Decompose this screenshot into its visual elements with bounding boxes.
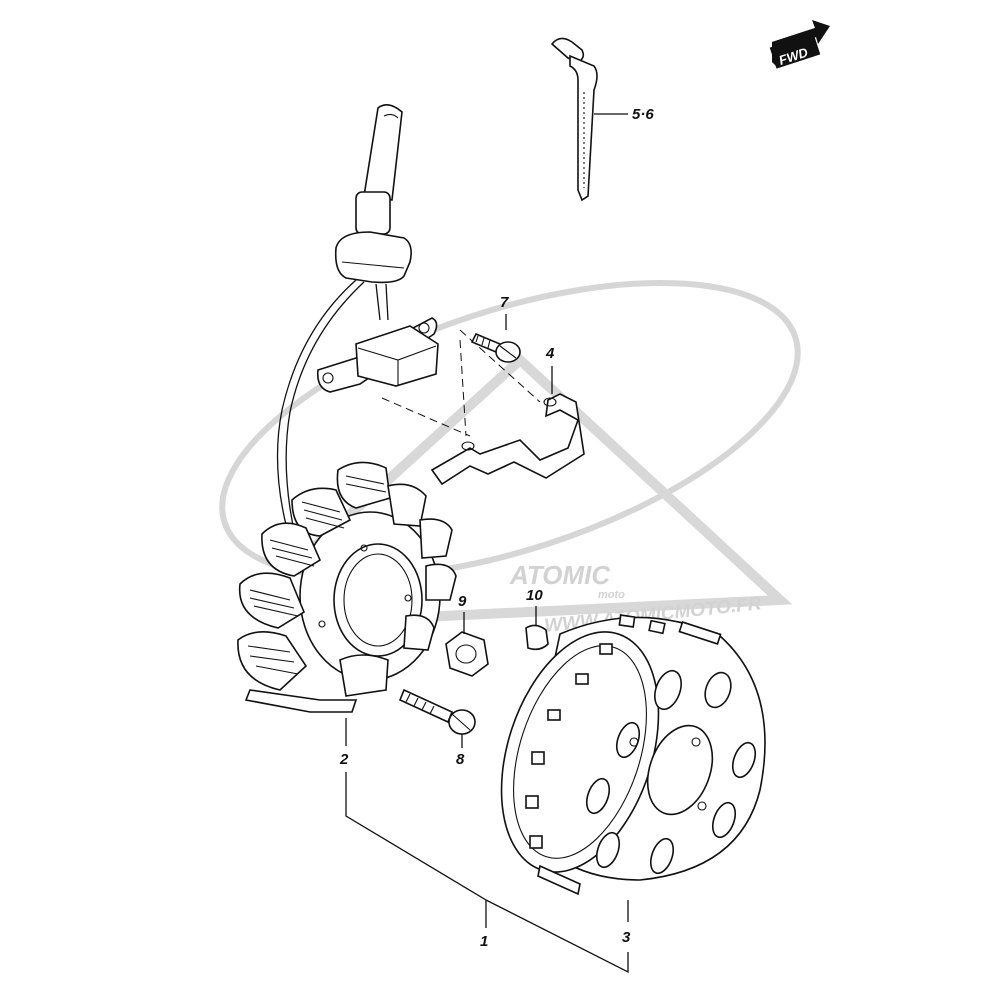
bolt-icon xyxy=(398,688,476,735)
nut-icon xyxy=(445,631,489,677)
watermark-brand: ATOMIC xyxy=(509,560,611,590)
callout-8: 8 xyxy=(456,751,465,768)
callout-9: 9 xyxy=(458,593,467,610)
pickup-coil-icon xyxy=(316,317,439,393)
key-icon xyxy=(525,624,549,651)
stator-coil-icon xyxy=(237,461,457,713)
bracket-icon xyxy=(430,393,585,486)
cable-tie-icon xyxy=(550,37,598,202)
watermark: ATOMIC moto WWW.ATOMICMOTO.FR xyxy=(219,279,801,637)
callout-2: 2 xyxy=(339,751,349,768)
rotor-flywheel-icon xyxy=(500,614,766,896)
callouts: 5·6 4 7 9 10 8 2 1 3 xyxy=(339,106,654,950)
callout-1: 1 xyxy=(480,933,488,950)
bolt-icon xyxy=(470,332,521,363)
wire-harness xyxy=(276,104,412,541)
callout-7: 7 xyxy=(500,294,509,311)
fwd-arrow-icon xyxy=(772,20,830,68)
callout-5-6: 5·6 xyxy=(632,106,654,123)
leader-lines xyxy=(345,113,629,974)
callout-3: 3 xyxy=(622,929,631,946)
fwd-badge: FWD xyxy=(769,20,830,69)
callout-4: 4 xyxy=(545,345,555,362)
callout-10: 10 xyxy=(526,587,543,604)
watermark-sub: moto xyxy=(598,589,625,601)
